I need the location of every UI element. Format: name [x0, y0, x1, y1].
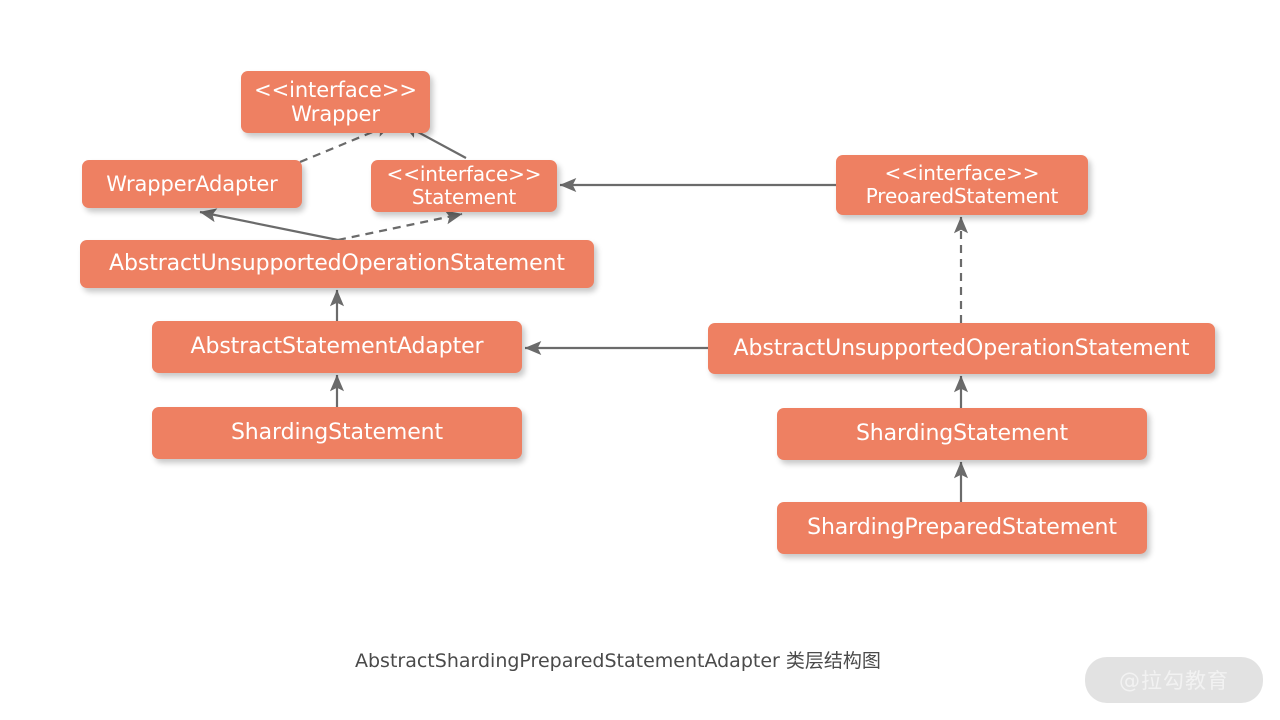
class-node-abstract-statement-adapter[interactable]: AbstractStatementAdapter [152, 321, 522, 373]
class-node-statement[interactable]: <<interface>>Statement [371, 160, 557, 212]
class-node-stereotype: <<interface>> [884, 160, 1040, 185]
class-node-stereotype: <<interface>> [386, 161, 542, 186]
class-node-name: AbstractUnsupportedOperationStatement [109, 251, 565, 277]
class-node-name: ShardingPreparedStatement [807, 515, 1117, 541]
class-node-abstract-unsupported-right[interactable]: AbstractUnsupportedOperationStatement [708, 323, 1215, 374]
class-node-stereotype: <<interface>> [254, 77, 417, 102]
watermark-label: @拉勾教育 [1119, 669, 1229, 693]
class-node-name: AbstractUnsupportedOperationStatement [733, 335, 1190, 361]
class-node-sharding-statement-right[interactable]: ShardingStatement [777, 408, 1147, 460]
diagram-caption: AbstractShardingPreparedStatementAdapter… [355, 650, 881, 672]
class-node-sharding-prepared-statement[interactable]: ShardingPreparedStatement [777, 502, 1147, 554]
class-node-name: AbstractStatementAdapter [190, 334, 484, 360]
class-node-name: PreoaredStatement [865, 184, 1059, 208]
edge-abstract-extends-wrapperadapter [199, 208, 339, 242]
class-node-name: ShardingStatement [230, 420, 444, 446]
class-node-name: Statement [411, 185, 517, 209]
edge-abstract-implements-statement [337, 210, 463, 242]
class-node-name: WrapperAdapter [106, 171, 278, 196]
class-node-wrapper-adapter[interactable]: WrapperAdapter [82, 160, 302, 208]
class-node-sharding-statement-left[interactable]: ShardingStatement [152, 407, 522, 459]
class-node-abstract-unsupported-left[interactable]: AbstractUnsupportedOperationStatement [80, 240, 594, 288]
class-node-name: ShardingStatement [855, 421, 1069, 447]
watermark-badge: @拉勾教育 [1085, 657, 1263, 703]
class-node-preoared-statement[interactable]: <<interface>>PreoaredStatement [836, 155, 1088, 215]
class-node-name: Wrapper [291, 102, 380, 126]
class-node-wrapper[interactable]: <<interface>>Wrapper [241, 71, 430, 133]
